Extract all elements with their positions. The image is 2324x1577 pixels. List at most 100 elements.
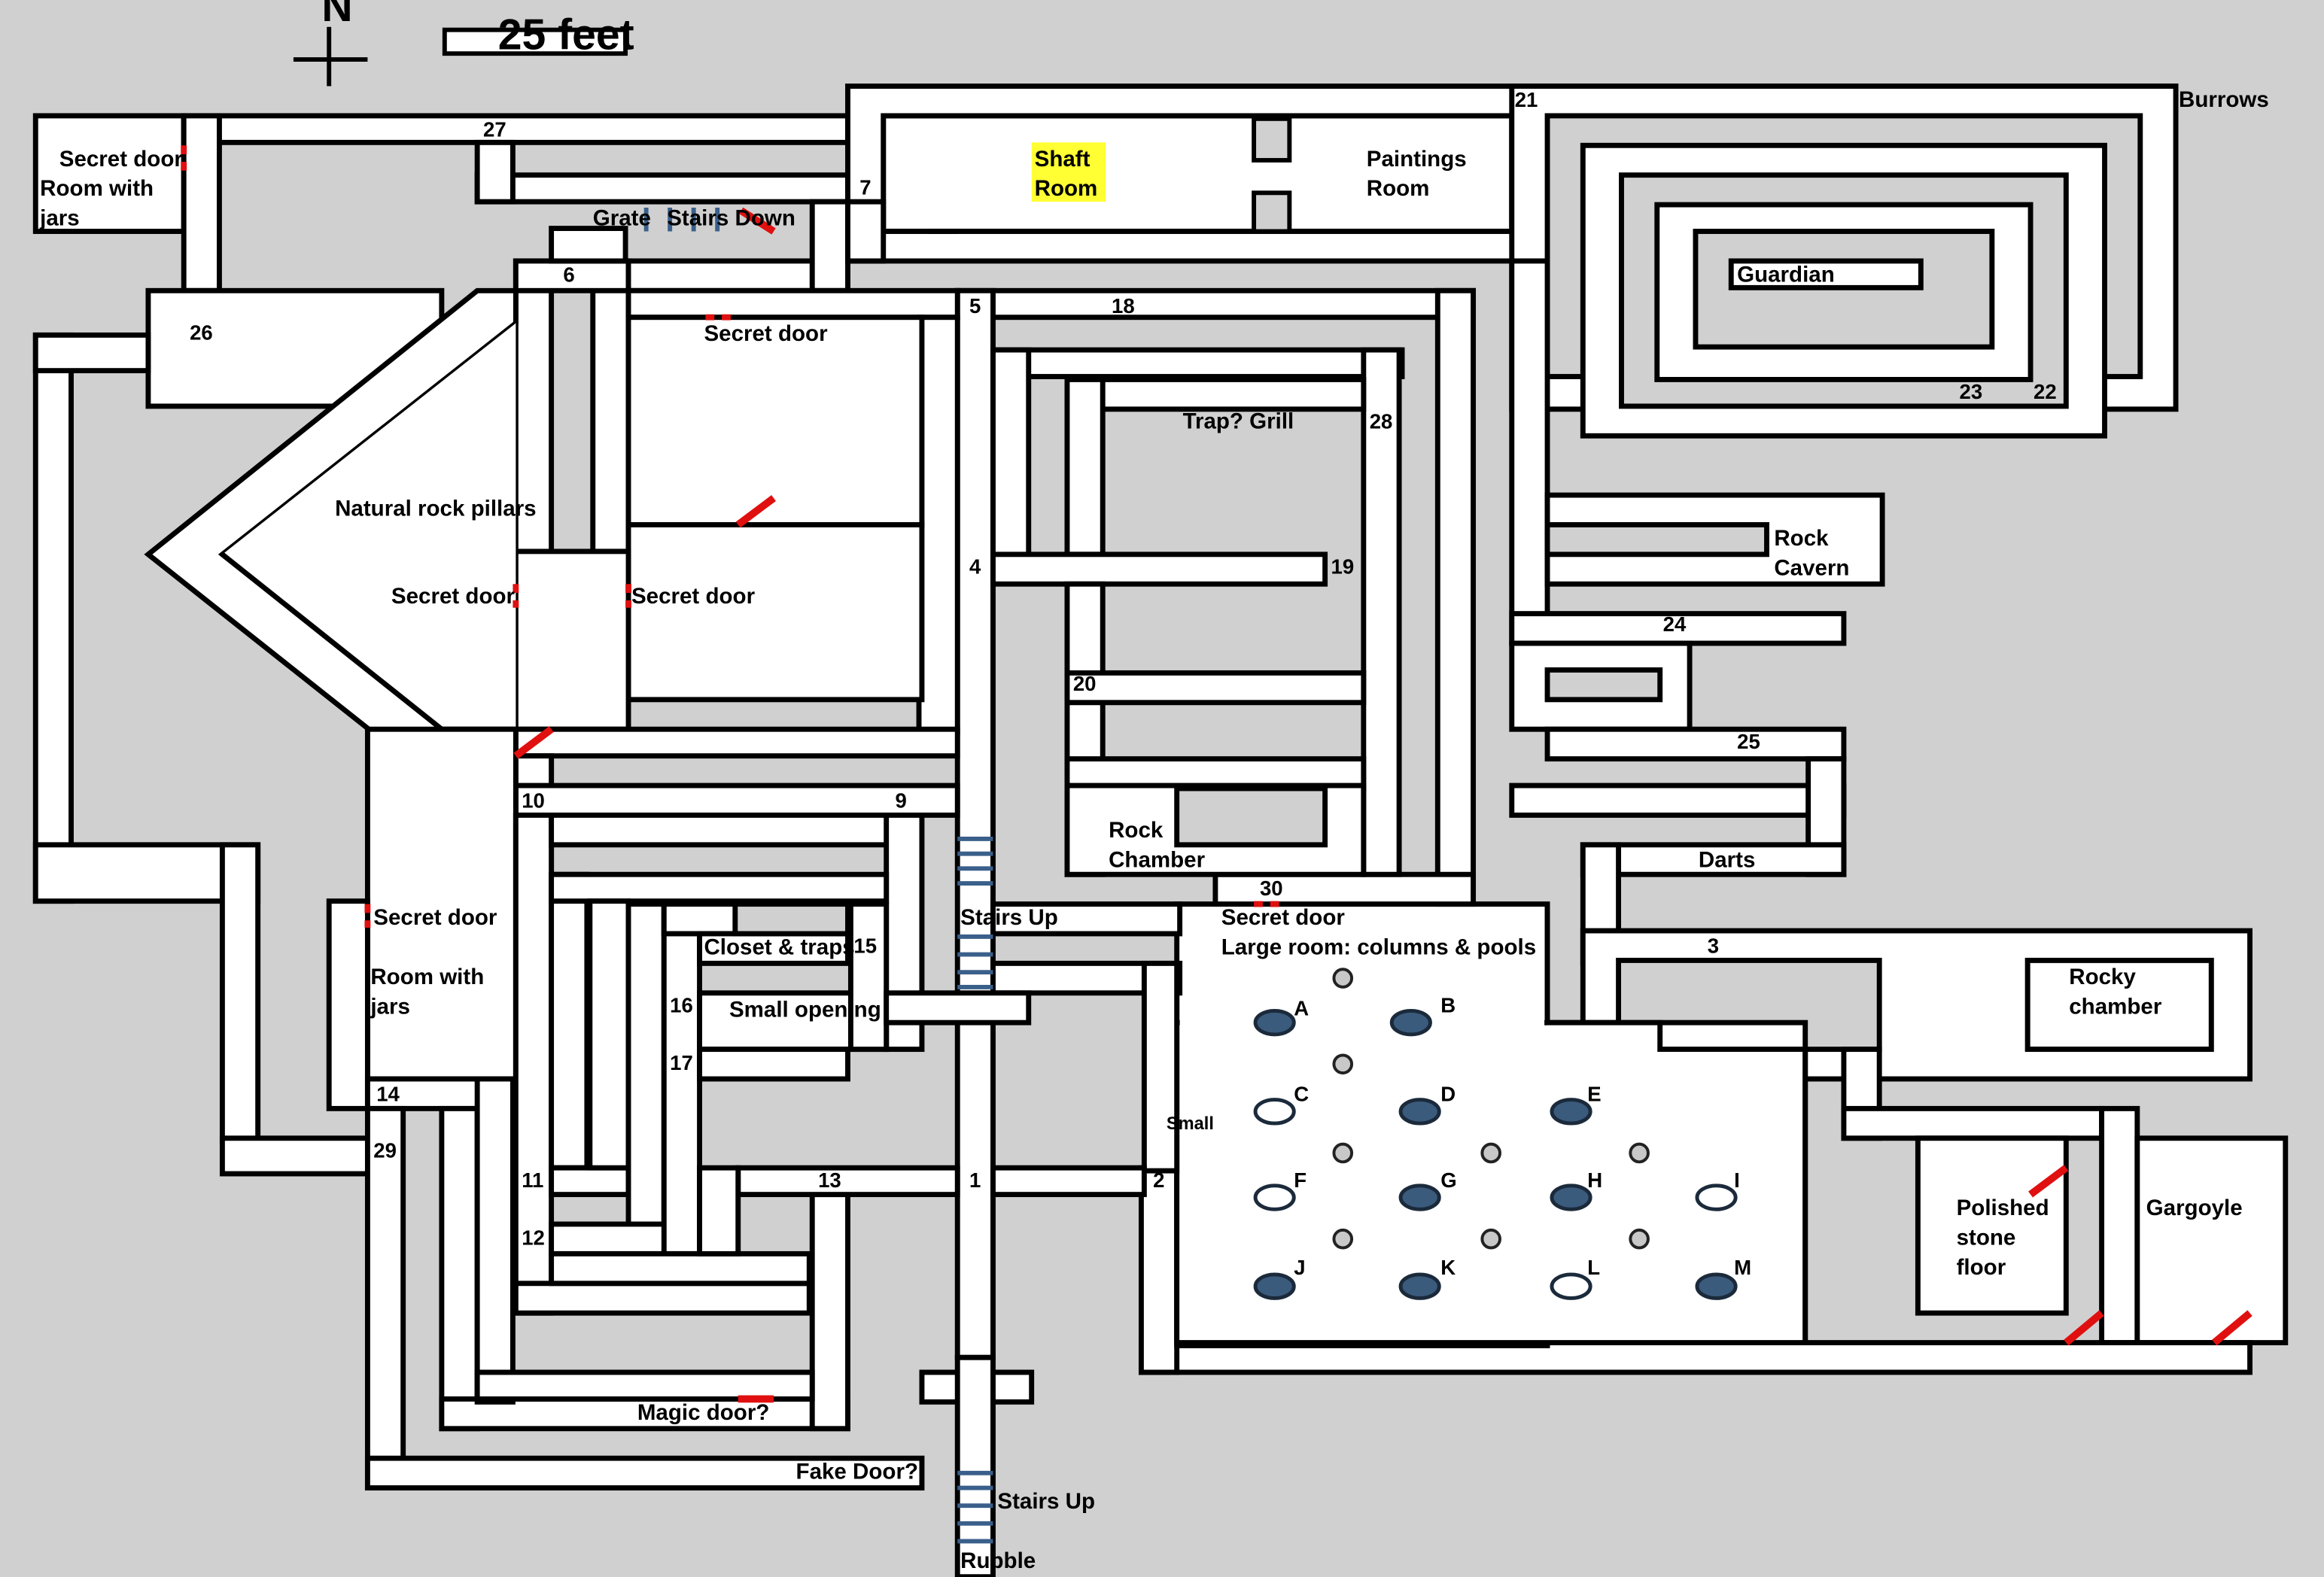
shaft-pillar-top: [1252, 116, 1292, 163]
rock-cavern-label-2: Cavern: [1774, 555, 1849, 580]
large-room-edge: [1544, 904, 1808, 1343]
junction-label: 9: [896, 789, 907, 813]
pillar-door[interactable]: [513, 726, 554, 759]
fake-door-label: Fake Door?: [796, 1460, 918, 1484]
rock-chamber-label: Rock: [1109, 818, 1164, 843]
corridor-26-vertical: [181, 113, 222, 293]
corridor-fake-door: [364, 1455, 925, 1490]
column: [1332, 968, 1354, 989]
junction-numbers: 1 2 3 4 5 6 7 9 10 11 12 13 14 15 16 17 …: [190, 88, 2057, 1249]
columns: [1332, 968, 1650, 1250]
small-label: Small: [1167, 1114, 1214, 1134]
column: [1480, 1142, 1501, 1164]
corridor-5-18: [954, 287, 1477, 321]
junction-label: 7: [859, 175, 871, 199]
corridor-18: [990, 347, 1405, 379]
corridor-1-2: [990, 1165, 1147, 1198]
rock-chamber-pillar: [1174, 785, 1328, 848]
rock-chamber-label-2: Chamber: [1109, 847, 1206, 872]
pool-l: [1550, 1272, 1592, 1300]
junction-label: 2: [1153, 1168, 1164, 1192]
junction-label: 10: [522, 789, 545, 813]
pool-letters: A B C D E F G H I J K L M: [1294, 993, 1751, 1279]
corridor-25-low: [1509, 782, 1847, 818]
junction-label: 11: [522, 1168, 543, 1192]
junction-label: 1: [969, 1168, 981, 1192]
pool-f: [1253, 1184, 1296, 1211]
north-label: N: [321, 0, 352, 31]
stairs-down-icon: [643, 208, 720, 232]
pool-b: [1389, 1008, 1432, 1037]
paintings-room-label-2: Room: [1367, 176, 1430, 201]
corridor-polished-top: [1841, 1105, 2105, 1141]
shaft-room-label-2: Room: [1035, 176, 1098, 201]
junction-label: 4: [969, 555, 981, 578]
secret-room-bottom: [625, 522, 925, 703]
column: [1629, 1228, 1650, 1250]
secret-door-mid-label: Secret door: [631, 584, 756, 609]
polished-label: Polished: [1957, 1196, 2049, 1220]
junction-label: 26: [190, 321, 213, 344]
natural-rock-pillars-area: [222, 323, 516, 730]
corridor-main-vertical: [954, 287, 996, 1360]
closet-traps-label: Closet & traps: [704, 935, 854, 960]
corridor-13-down: [809, 1192, 850, 1432]
gargoyle-room: [2134, 1135, 2289, 1345]
corridor-10-top: [513, 726, 960, 759]
corridor-28-vertical: [1361, 347, 1402, 877]
junction-label: 24: [1663, 612, 1687, 636]
rubble-label: Rubble: [960, 1548, 1036, 1573]
junction-label: 22: [2034, 380, 2057, 403]
natural-rock-pillars-label: Natural rock pillars: [335, 497, 537, 521]
scale-label: 25 feet: [498, 11, 634, 59]
closet-block: [732, 901, 850, 937]
corridor-24: [1509, 611, 1847, 646]
jars-secret-door-corridor: [326, 898, 370, 1111]
corridor-secret-right: [916, 314, 960, 735]
column: [1332, 1053, 1354, 1075]
corridor-6-up: [549, 226, 628, 264]
corridor-10-9: [513, 782, 960, 818]
trap-grill-label: Trap? Grill: [1183, 409, 1294, 433]
gargoyle-door[interactable]: [2212, 1310, 2253, 1346]
room-with-jars-top-label: Room with: [40, 176, 154, 201]
corridor-darts: [1580, 842, 1847, 877]
pools: [1253, 1008, 1738, 1300]
polished-door[interactable]: [2028, 1165, 2069, 1198]
corridor-14-down: [474, 1076, 516, 1405]
pool-letter: F: [1294, 1168, 1306, 1192]
secret-room-door[interactable]: [735, 495, 776, 528]
corridor-11-top: [549, 813, 919, 848]
guardian-corridor: [1728, 258, 1924, 290]
corridor-4-19: [990, 551, 1328, 587]
stairs-up-bottom-icon: [957, 1470, 993, 1544]
corridor-polished-right: [2099, 1105, 2140, 1345]
closet-traps: [697, 931, 850, 966]
grate-label: Grate: [593, 206, 651, 231]
stairs-down-label: Stairs Down: [667, 206, 795, 231]
corridor-magic-inner: [474, 1369, 815, 1402]
polished-stone-room: [1915, 1135, 2069, 1316]
corridor-16-vertical: [625, 901, 667, 1230]
corridor-rubble: [954, 1354, 996, 1577]
junction-label: 20: [1073, 672, 1097, 695]
pool-h: [1550, 1184, 1592, 1211]
corridor-right-down: [1434, 287, 1477, 907]
pool-k: [1398, 1272, 1441, 1300]
corridor-7-up: [809, 199, 850, 293]
corridor-10-link: [513, 753, 555, 788]
darts-label: Darts: [1699, 847, 1756, 872]
guardian-label: Guardian: [1737, 262, 1835, 287]
corridor-30: [1212, 871, 1477, 907]
shaft-room-highlight: [1031, 142, 1106, 202]
corridor-29: [219, 1135, 373, 1177]
pool-letter: B: [1440, 993, 1456, 1016]
corridor-20-h: [1064, 670, 1367, 706]
pool-c: [1253, 1098, 1296, 1126]
corridor-4-up: [990, 347, 1032, 561]
corridor-6-right: [590, 258, 631, 555]
room-with-jars-bottom-label: Room with: [370, 965, 484, 989]
polished-bottom-door[interactable]: [2064, 1310, 2104, 1346]
stairs-down-door[interactable]: [739, 207, 776, 235]
